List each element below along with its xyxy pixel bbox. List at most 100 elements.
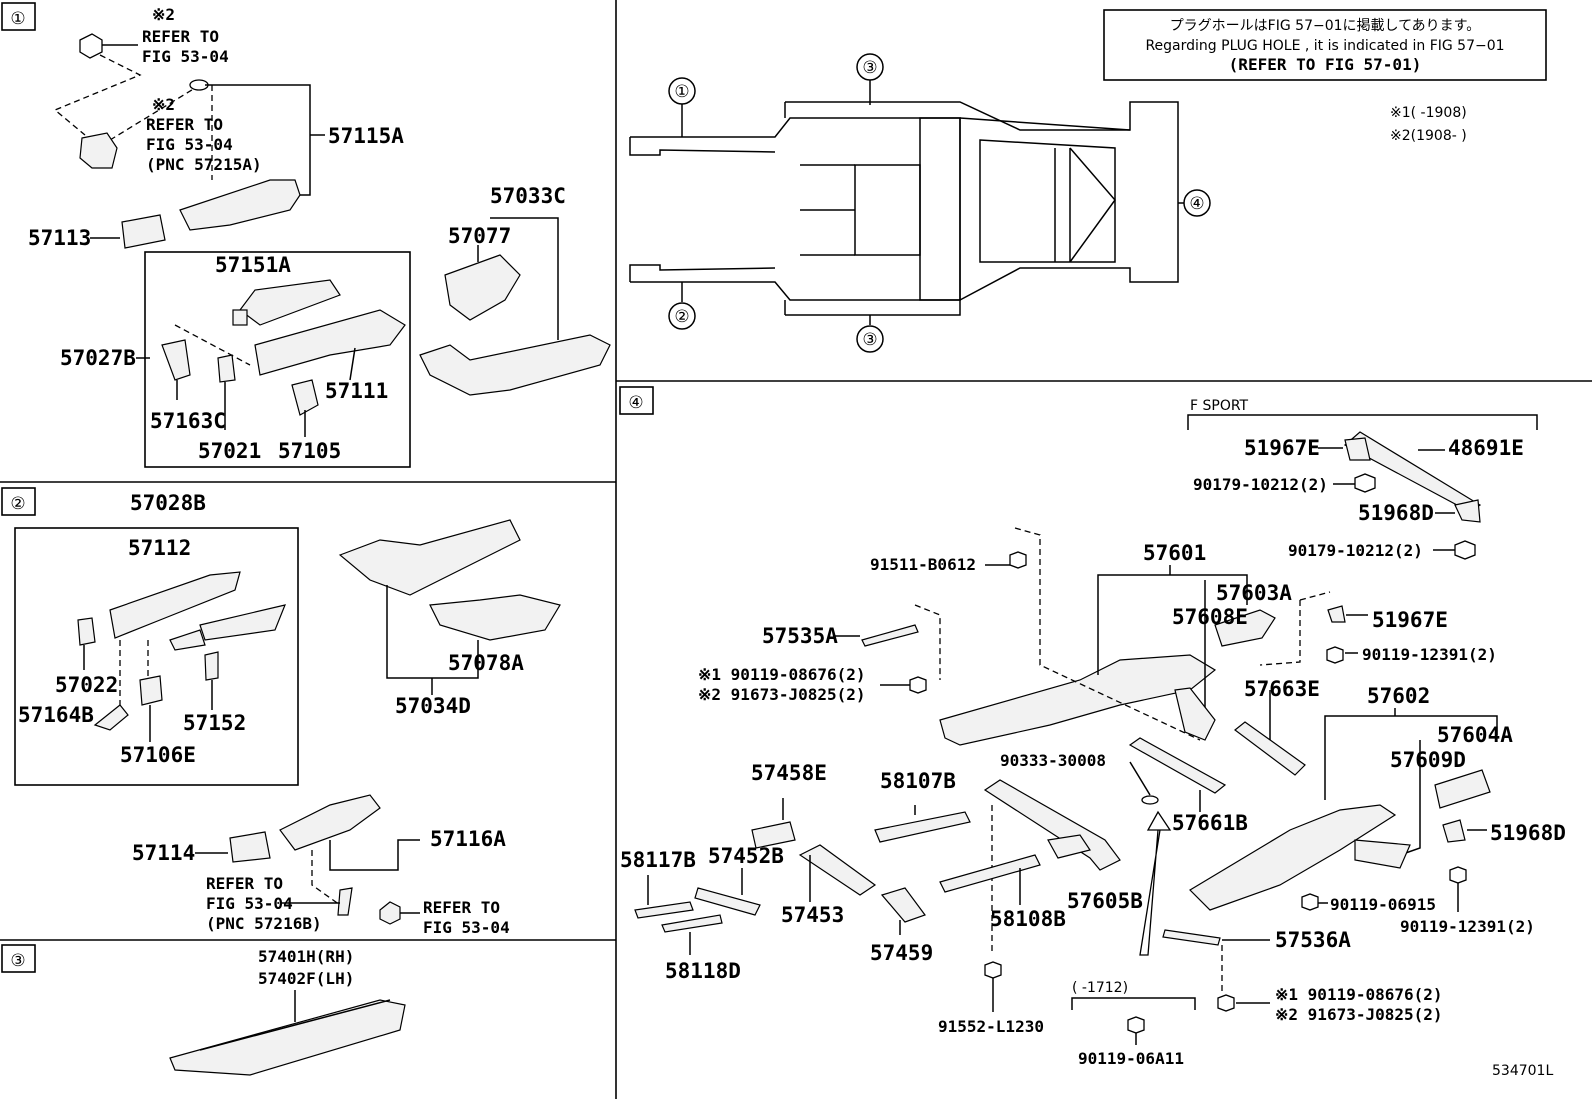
ref2-line-c: (PNC 57215A)	[146, 155, 262, 174]
label-57609D: 57609D	[1390, 748, 1466, 772]
section-marker-4: ④	[619, 386, 654, 415]
label-57028B: 57028B	[130, 491, 206, 515]
label-57452B: 57452B	[708, 844, 784, 868]
label-57535A: 57535A	[762, 624, 838, 648]
svg-text:②: ②	[674, 307, 689, 327]
ref4-line-b: FIG 53-04	[423, 918, 510, 937]
label-57113: 57113	[28, 226, 91, 250]
section-2-parts	[14, 519, 561, 925]
overview-callout-3-bottom: ③	[856, 325, 884, 353]
label-90119-12391-a: 90119-12391(2)	[1362, 645, 1497, 664]
label-57661B: 57661B	[1172, 811, 1248, 835]
label-51967E-b: 51967E	[1372, 608, 1448, 632]
label-57078A: 57078A	[448, 651, 524, 675]
svg-text:Regarding PLUG HOLE , it is: Regarding PLUG HOLE , it is indicated in…	[1145, 38, 1504, 54]
label-57459: 57459	[870, 941, 933, 965]
section-marker-2: ②	[1, 487, 36, 516]
label-57034D: 57034D	[395, 694, 471, 718]
label-57458E: 57458E	[751, 761, 827, 785]
label-57152: 57152	[183, 711, 246, 735]
label-90179-a: 90179-10212(2)	[1193, 475, 1328, 494]
overview-callout-1: ①	[668, 77, 696, 105]
label-57033C: 57033C	[490, 184, 566, 208]
ref3-line-a: REFER TO	[206, 874, 283, 893]
label-57602: 57602	[1367, 684, 1430, 708]
label-57402F: 57402F(LH)	[258, 969, 354, 988]
label-90119-06915: 90119-06915	[1330, 895, 1436, 914]
section-marker-3: ③	[1, 944, 36, 973]
label-90119-12391-b: 90119-12391(2)	[1400, 917, 1535, 936]
label-57608E: 57608E	[1172, 605, 1248, 629]
ref2-line-b: FIG 53-04	[146, 135, 233, 154]
ref3-line-b: FIG 53-04	[206, 894, 293, 913]
label-48691E: 48691E	[1448, 436, 1524, 460]
figure-code: 534701L	[1492, 1063, 1553, 1079]
overview-callout-3-top: ③	[856, 53, 884, 81]
plug-hole-note: プラグホールはFIG 57−01に掲載してあります。 Regarding PLU…	[1103, 9, 1547, 81]
ref4-line-a: REFER TO	[423, 898, 500, 917]
fsport-label: F SPORT	[1190, 398, 1249, 414]
label-57601: 57601	[1143, 541, 1206, 565]
label-57114: 57114	[132, 841, 195, 865]
svg-text:③: ③	[862, 330, 877, 350]
label-57116A: 57116A	[430, 827, 506, 851]
label-57536A: 57536A	[1275, 928, 1351, 952]
svg-text:③: ③	[862, 58, 877, 78]
label-m1-90119-08676-b: ※1 90119-08676(2)	[1275, 985, 1443, 1004]
svg-text:①: ①	[10, 9, 25, 29]
svg-text:④: ④	[1189, 194, 1204, 214]
frame-overview	[629, 80, 1184, 325]
label-51968D-a: 51968D	[1358, 501, 1434, 525]
label-57111: 57111	[325, 379, 388, 403]
label-57401H: 57401H(RH)	[258, 947, 354, 966]
label-57164B: 57164B	[18, 703, 94, 727]
label-57021: 57021	[198, 439, 261, 463]
label-57453: 57453	[781, 903, 844, 927]
svg-text:③: ③	[10, 951, 25, 971]
label-57163C: 57163C	[150, 409, 226, 433]
overview-callout-4: ④	[1183, 189, 1211, 217]
label-58117B: 58117B	[620, 848, 696, 872]
ref1-line-a: REFER TO	[142, 27, 219, 46]
label-57604A: 57604A	[1437, 723, 1513, 747]
label-57115A: 57115A	[328, 124, 404, 148]
label-58107B: 58107B	[880, 769, 956, 793]
legend-mark-2: ※2(1908- )	[1390, 128, 1467, 144]
label-57106E: 57106E	[120, 743, 196, 767]
ref1-mark: ※2	[152, 5, 175, 24]
label-90119-06A11: 90119-06A11	[1078, 1049, 1184, 1068]
ref3-line-c: (PNC 57216B)	[206, 914, 322, 933]
label-57112: 57112	[128, 536, 191, 560]
label-57603A: 57603A	[1216, 581, 1292, 605]
label-58118D: 58118D	[665, 959, 741, 983]
svg-text:②: ②	[10, 494, 25, 514]
ref2-mark: ※2	[152, 95, 175, 114]
label-51967E-a: 51967E	[1244, 436, 1320, 460]
label-90333: 90333-30008	[1000, 751, 1106, 770]
label-57077: 57077	[448, 224, 511, 248]
section-marker-1: ①	[1, 2, 36, 31]
svg-text:プラグホールはFIG 57−01に掲載してあります。: プラグホールはFIG 57−01に掲載してあります。	[1170, 18, 1481, 34]
label-57022: 57022	[55, 673, 118, 697]
label-57605B: 57605B	[1067, 889, 1143, 913]
label-m2-91673-J0825: ※2 91673-J0825(2)	[698, 685, 866, 704]
svg-text:④: ④	[628, 393, 643, 413]
ref2-line-a: REFER TO	[146, 115, 223, 134]
label-91511: 91511-B0612	[870, 555, 976, 574]
label-57105: 57105	[278, 439, 341, 463]
overview-callout-2: ②	[668, 302, 696, 330]
label-m2-91673-J0825-b: ※2 91673-J0825(2)	[1275, 1005, 1443, 1024]
section-1-parts	[53, 33, 611, 468]
legend-mark-1: ※1( -1908)	[1390, 105, 1467, 121]
label-51968D-b: 51968D	[1490, 821, 1566, 845]
section-4-parts	[634, 414, 1538, 1045]
label-m1-90119-08676: ※1 90119-08676(2)	[698, 665, 866, 684]
label-57027B: 57027B	[60, 346, 136, 370]
section-3-parts	[169, 990, 406, 1076]
label-57151A: 57151A	[215, 253, 291, 277]
ref1-line-b: FIG 53-04	[142, 47, 229, 66]
label-91552: 91552-L1230	[938, 1017, 1044, 1036]
